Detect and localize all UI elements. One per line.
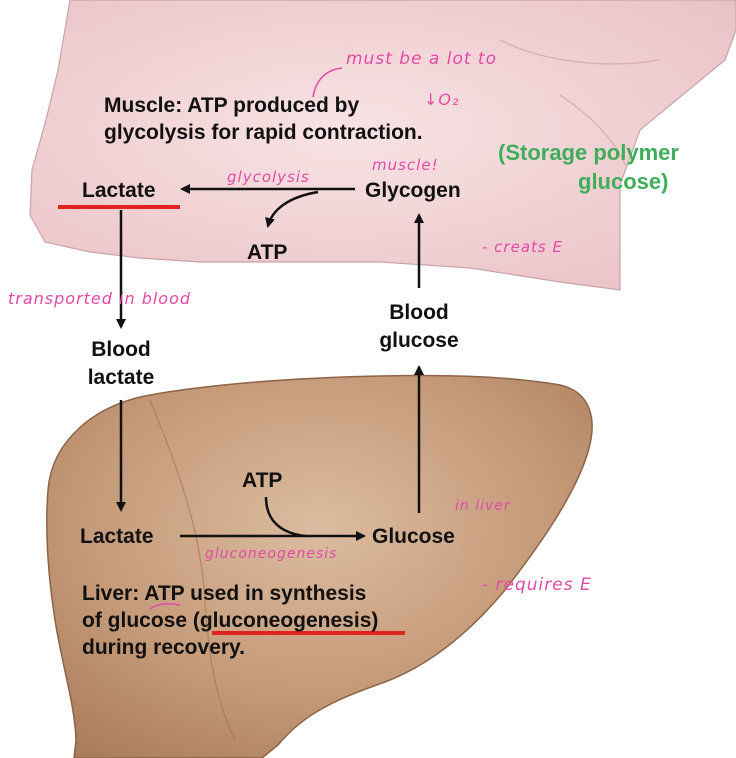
blood-lactate-line2: lactate [87,366,155,389]
liver-fold [149,399,236,741]
arrow-to-atp [265,190,319,228]
liver-atp-label: ATP [242,469,283,492]
atp-pink-underline [149,603,181,610]
glycogen-label: Glycogen [365,179,461,202]
liver-glucose-label: Glucose [372,525,455,548]
note-in-liver: in liver [455,498,511,514]
storage-note-line1: (Storage polymer [498,140,679,165]
blood-glucose-line2: glucose [379,329,459,352]
muscle-contour [499,39,661,166]
liver-caption-line1: Liver: ATP used in synthesis [82,582,367,605]
note-o2: ↓O₂ [424,90,460,109]
note-glycolysis: glycolysis [227,168,310,186]
note-must-be-a-lot: must be a lot to [346,49,497,69]
muscle-lactate-label: Lactate [82,179,156,202]
pink-curl-arrow [312,67,343,98]
note-gluconeogenesis: gluconeogenesis [205,546,338,562]
muscle-atp-label: ATP [247,241,288,264]
muscle-caption-line2: glycolysis for rapid contraction. [104,121,423,144]
liver-shape [46,374,593,758]
liver-caption-line3: during recovery. [82,636,245,659]
note-creates-energy: - creats E [482,238,563,256]
muscle-caption-line1: Muscle: ATP produced by [104,94,360,117]
note-transported-in-blood: transported in blood [8,289,192,308]
liver-caption-line2: of glucose (gluconeogenesis) [82,609,379,632]
liver-lactate-label: Lactate [80,525,154,548]
note-muscle: muscle! [372,156,439,174]
storage-note-line2: glucose) [578,169,669,194]
arrow-atp-into-reaction [264,496,306,538]
muscle-shape [29,0,736,291]
blood-lactate-line1: Blood [91,338,151,361]
note-requires-energy: - requires E [482,575,592,595]
blood-glucose-line1: Blood [389,301,449,324]
